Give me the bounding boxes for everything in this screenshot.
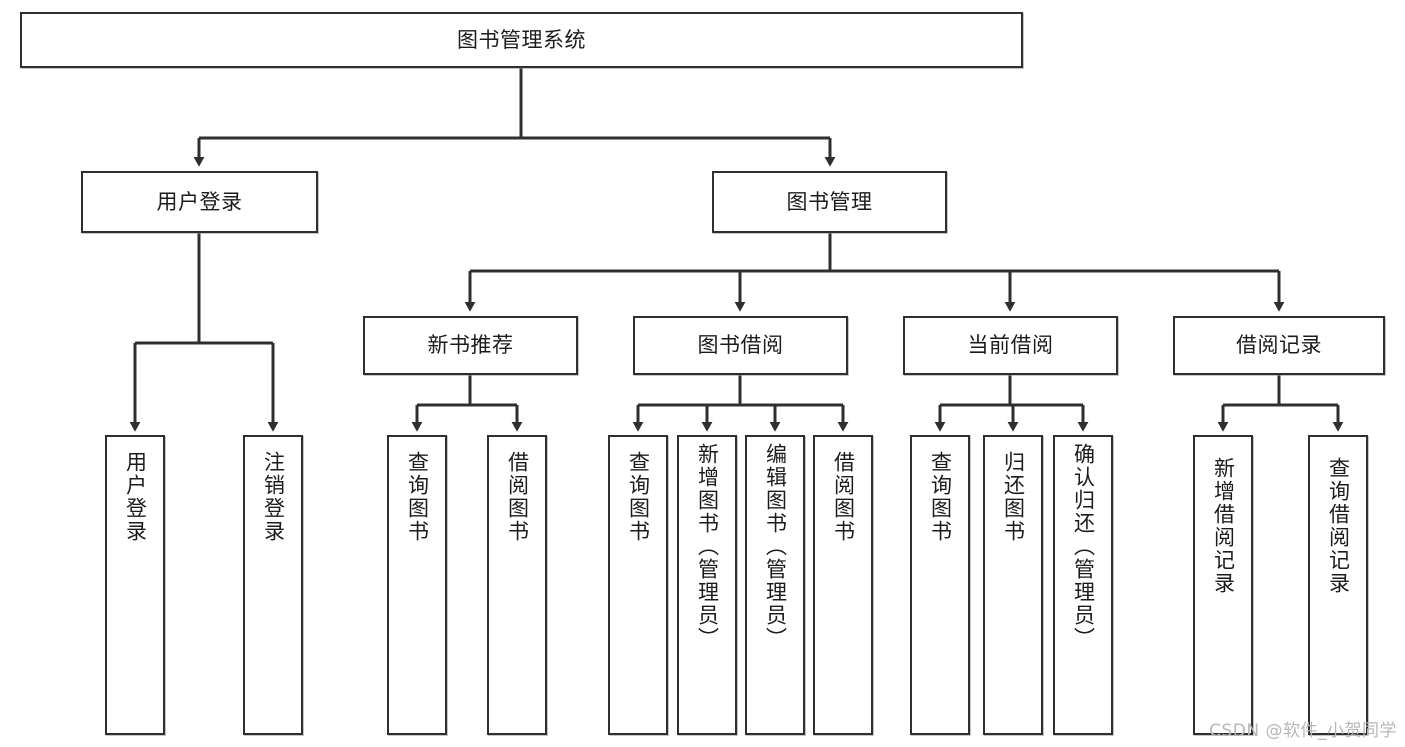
node-leaf-query-book-1[interactable]: 查询图书 <box>387 435 447 735</box>
node-leaf-confirm-return-label: 确认归还（管理员） <box>1071 443 1096 650</box>
node-book-borrow-label: 图书借阅 <box>697 333 784 358</box>
csdn-watermark: CSDN @软件_小贺同学 <box>1209 721 1397 741</box>
node-leaf-query-book-3[interactable]: 查询图书 <box>910 435 970 735</box>
node-leaf-query-record[interactable]: 查询借阅记录 <box>1308 435 1368 735</box>
node-leaf-edit-book-label: 编辑图书（管理员） <box>763 443 788 650</box>
node-borrow-record[interactable]: 借阅记录 <box>1173 316 1385 375</box>
node-user-login[interactable]: 用户登录 <box>81 171 318 233</box>
node-user-login-label: 用户登录 <box>156 189 243 214</box>
node-leaf-add-book-label: 新增图书（管理员） <box>695 443 720 650</box>
node-leaf-confirm-return[interactable]: 确认归还（管理员） <box>1053 435 1113 735</box>
node-leaf-add-record-label: 新增借阅记录 <box>1211 457 1236 595</box>
node-borrow-record-label: 借阅记录 <box>1236 333 1322 358</box>
node-leaf-user-login-label: 用户登录 <box>123 451 148 543</box>
node-leaf-user-login[interactable]: 用户登录 <box>105 435 165 735</box>
node-leaf-query-book-2[interactable]: 查询图书 <box>608 435 668 735</box>
node-leaf-query-book-3-label: 查询图书 <box>928 451 953 543</box>
node-leaf-edit-book[interactable]: 编辑图书（管理员） <box>745 435 805 735</box>
node-leaf-logout-label: 注销登录 <box>261 451 286 543</box>
node-current-borrow[interactable]: 当前借阅 <box>903 316 1118 375</box>
node-leaf-borrow-book-2[interactable]: 借阅图书 <box>813 435 873 735</box>
node-leaf-query-book-2-label: 查询图书 <box>626 451 651 543</box>
node-new-book-recommend-label: 新书推荐 <box>427 333 514 358</box>
node-leaf-query-record-label: 查询借阅记录 <box>1326 457 1351 595</box>
node-leaf-add-record[interactable]: 新增借阅记录 <box>1193 435 1253 735</box>
node-current-borrow-label: 当前借阅 <box>967 333 1054 358</box>
node-root-label: 图书管理系统 <box>457 27 586 52</box>
node-book-borrow[interactable]: 图书借阅 <box>633 316 848 375</box>
node-leaf-borrow-book-2-label: 借阅图书 <box>831 451 856 543</box>
node-new-book-recommend[interactable]: 新书推荐 <box>363 316 578 375</box>
node-leaf-borrow-book-1[interactable]: 借阅图书 <box>487 435 547 735</box>
node-leaf-return-book[interactable]: 归还图书 <box>983 435 1043 735</box>
node-root[interactable]: 图书管理系统 <box>20 12 1023 68</box>
node-leaf-query-book-1-label: 查询图书 <box>405 451 430 543</box>
node-leaf-logout[interactable]: 注销登录 <box>243 435 303 735</box>
node-book-manage-label: 图书管理 <box>786 189 873 214</box>
node-leaf-borrow-book-1-label: 借阅图书 <box>505 451 530 543</box>
node-leaf-add-book[interactable]: 新增图书（管理员） <box>677 435 737 735</box>
node-leaf-return-book-label: 归还图书 <box>1001 451 1026 543</box>
node-book-manage[interactable]: 图书管理 <box>712 171 947 233</box>
